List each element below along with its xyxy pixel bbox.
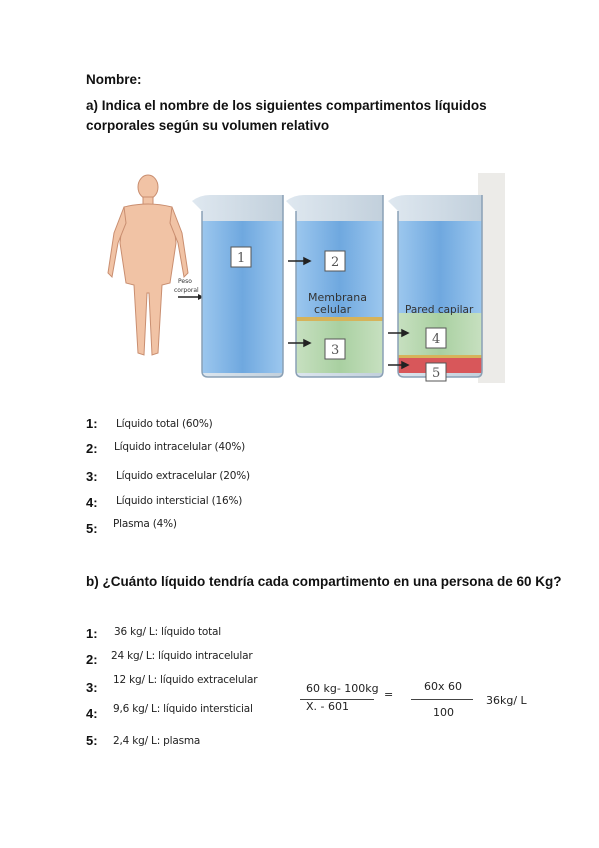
label-membrana: Membrana [308,291,367,304]
answer-b-num-3: 3: [86,680,98,695]
answer-a-num-4: 4: [86,495,98,510]
label-corporal: corporal [174,287,199,294]
box-2 [324,250,346,272]
body-fluid-compartments-figure: Peso corporal 1 [100,173,505,383]
label-celular: celular [314,303,352,316]
question-a: a) Indica el nombre de los siguientes co… [86,98,487,133]
calc-equals: = [384,688,394,701]
figure-arrows [288,256,410,370]
box-5 [425,362,447,382]
label-pared-capilar: Pared capilar [405,304,474,316]
svg-text:3: 3 [331,343,339,358]
answer-b-text-3: 12 kg/ L: líquido extracelular [113,674,258,686]
human-figure-icon [107,174,189,356]
calc-left-fraction-bar [300,699,374,700]
calc-left-denominator: X. - 601 [306,700,349,713]
answer-b-num-5: 5: [86,733,98,748]
answer-a-text-5: Plasma (4%) [113,518,177,530]
svg-text:4: 4 [432,332,440,347]
svg-text:2: 2 [331,255,339,270]
answer-b-text-4: 9,6 kg/ L: líquido intersticial [113,703,253,715]
calc-right-denominator: 100 [433,706,454,719]
answer-b-num-1: 1: [86,626,98,641]
answer-a-num-5: 5: [86,521,98,536]
svg-text:1: 1 [237,251,245,266]
label-peso: Peso [178,278,192,285]
name-label: Nombre: [86,72,142,87]
answer-a-num-1: 1: [86,416,98,431]
answer-a-text-3: Líquido extracelular (20%) [116,470,250,482]
answer-a-text-4: Líquido intersticial (16%) [116,495,243,507]
calc-left-numerator: 60 kg- 100kg [306,682,379,695]
box-4 [425,327,447,349]
answer-b-text-2: 24 kg/ L: líquido intracelular [111,650,253,662]
svg-text:5: 5 [432,366,440,381]
answer-b-num-2: 2: [86,652,98,667]
answer-a-text-2: Líquido intracelular (40%) [114,441,246,453]
beaker-1 [192,195,284,378]
box-3 [324,338,346,360]
answer-b-text-5: 2,4 kg/ L: plasma [113,735,201,747]
answer-a-num-3: 3: [86,469,98,484]
figure-boxes: 1 2 3 4 5 [230,246,447,382]
answer-a-num-2: 2: [86,441,98,456]
calc-right-numerator: 60x 60 [424,680,463,693]
calc-result: 36kg/ L [486,694,527,707]
question-b: b) ¿Cuánto líquido tendría cada comparti… [86,574,562,589]
box-1 [230,246,252,268]
answer-b-text-1: 36 kg/ L: líquido total [114,626,221,638]
answer-b-num-4: 4: [86,706,98,721]
calc-right-fraction-bar [411,699,473,700]
answer-a-text-1: Líquido total (60%) [116,418,213,430]
beaker-3 [388,195,483,378]
